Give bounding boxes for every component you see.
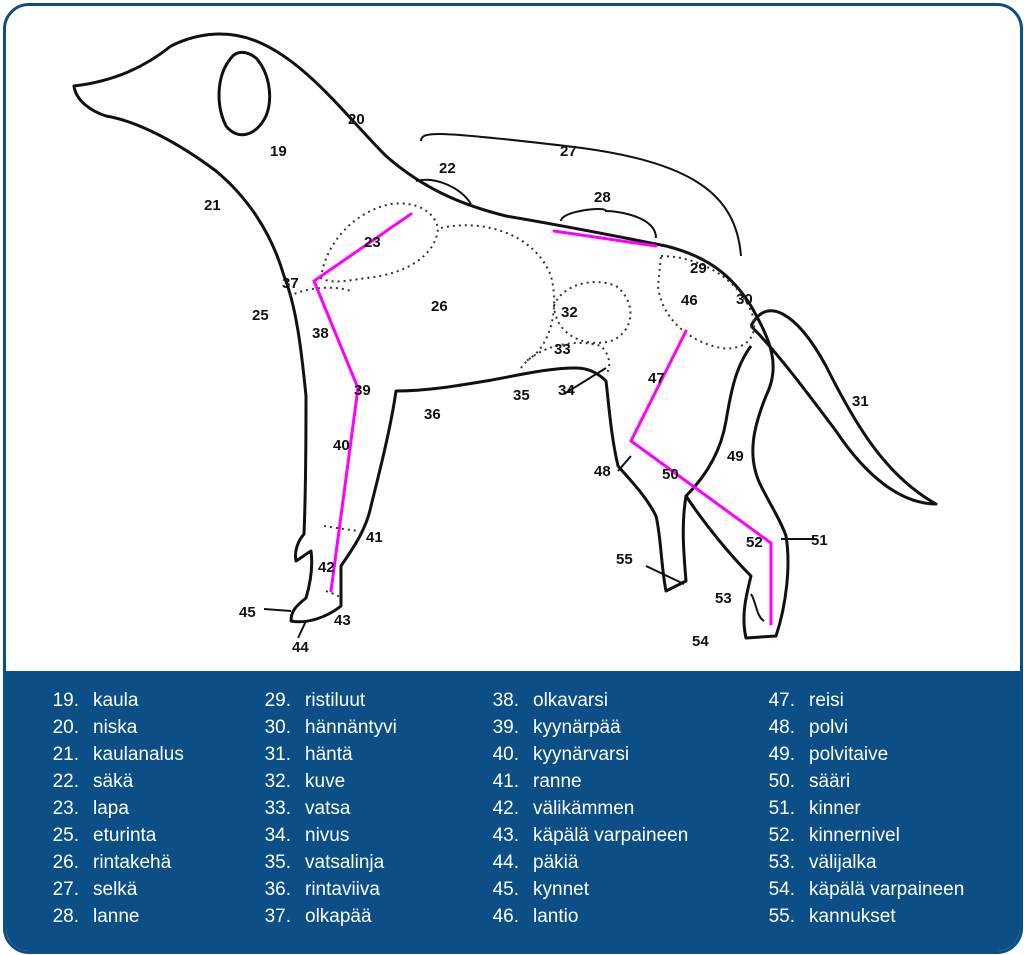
legend-item: 21.kaulanalus	[52, 744, 184, 765]
label-52: 52	[746, 534, 763, 551]
legend-item: 54.käpälä varpaineen	[768, 879, 965, 900]
legend-item: 51.kinner	[768, 798, 861, 819]
label-51: 51	[811, 532, 828, 549]
legend-item: 42.välikämmen	[492, 798, 635, 819]
legend-item: 28.lanne	[52, 906, 140, 927]
legend-item: 27.selkä	[52, 879, 138, 900]
label-44: 44	[292, 639, 309, 656]
legend-item: 45.kynnet	[492, 879, 589, 900]
legend-item: 20.niska	[52, 717, 138, 738]
label-47: 47	[648, 370, 665, 387]
label-46: 46	[681, 292, 698, 309]
legend-item: 36.rintaviiva	[264, 879, 380, 900]
label-21: 21	[204, 197, 221, 214]
legend-item: 31.häntä	[264, 744, 353, 765]
label-53: 53	[715, 590, 732, 607]
label-32: 32	[561, 304, 578, 321]
label-26: 26	[431, 298, 448, 315]
legend-item: 22.säkä	[52, 771, 134, 792]
label-49: 49	[727, 448, 744, 465]
legend-item: 35.vatsalinja	[264, 852, 385, 873]
label-31: 31	[852, 393, 869, 410]
legend-item: 48.polvi	[768, 717, 849, 738]
label-41: 41	[366, 529, 383, 546]
label-22: 22	[439, 160, 456, 177]
legend-item: 50.sääri	[768, 771, 851, 792]
label-30: 30	[736, 291, 753, 308]
legend-column-1: 19.kaula 20.niska 21.kaulanalus 22.säkä …	[46, 687, 184, 930]
label-28: 28	[594, 189, 611, 206]
legend-item: 37.olkapää	[264, 906, 372, 927]
dog-illustration: 19 20 21 22 23 25 26 27 28 29 30 31 32 3…	[72, 32, 938, 656]
legend-item: 30.hännäntyvi	[264, 717, 397, 738]
legend-panel: 19.kaula 20.niska 21.kaulanalus 22.säkä …	[6, 671, 1020, 951]
label-33: 33	[554, 341, 571, 358]
legend-item: 25.eturinta	[52, 825, 157, 846]
legend-column-3: 38.olkavarsi 39.kyynärpää 40.kyynärvarsi…	[486, 687, 689, 930]
label-40: 40	[333, 437, 350, 454]
label-55: 55	[616, 551, 633, 568]
legend-item: 38.olkavarsi	[492, 690, 608, 711]
legend-column-4: 47.reisi 48.polvi 49.polvitaive 50.sääri…	[762, 687, 965, 930]
legend-item: 39.kyynärpää	[492, 717, 621, 738]
dog-anatomy-diagram: 19 20 21 22 23 25 26 27 28 29 30 31 32 3…	[6, 6, 1020, 671]
label-45: 45	[239, 604, 256, 621]
label-54: 54	[692, 633, 709, 650]
label-50: 50	[662, 466, 679, 483]
dog-outline	[72, 32, 790, 640]
label-37: 37	[282, 275, 299, 292]
label-23: 23	[364, 234, 381, 251]
label-25: 25	[252, 307, 269, 324]
label-38: 38	[312, 325, 329, 342]
hind-leg-contour	[684, 345, 753, 498]
legend-item: 41.ranne	[492, 771, 582, 792]
legend-item: 55.kannukset	[768, 906, 896, 927]
dog-tail	[749, 309, 938, 506]
angle-lines	[312, 212, 773, 626]
label-43: 43	[334, 612, 351, 629]
legend-item: 44.päkiä	[492, 852, 579, 873]
legend-column-2: 29.ristiluut 30.hännäntyvi 31.häntä 32.k…	[258, 687, 397, 930]
legend-item: 19.kaula	[52, 690, 139, 711]
legend-item: 43.käpälä varpaineen	[492, 825, 689, 846]
label-27: 27	[560, 143, 577, 160]
part-number-labels: 19 20 21 22 23 25 26 27 28 29 30 31 32 3…	[204, 111, 869, 656]
label-42: 42	[318, 559, 335, 576]
diagram-frame: 19 20 21 22 23 25 26 27 28 29 30 31 32 3…	[3, 3, 1023, 954]
legend-item: 34.nivus	[264, 825, 350, 846]
label-35: 35	[513, 387, 530, 404]
label-36: 36	[424, 406, 441, 423]
muscle-regions	[288, 202, 756, 599]
legend-item: 46.lantio	[492, 906, 579, 927]
legend-item: 40.kyynärvarsi	[492, 744, 630, 765]
label-34: 34	[558, 382, 575, 399]
label-20: 20	[348, 111, 365, 128]
legend-item: 49.polvitaive	[768, 744, 889, 765]
label-19: 19	[270, 143, 287, 160]
dog-ear	[217, 50, 272, 137]
legend-item: 26.rintakehä	[52, 852, 172, 873]
legend-item: 53.välijalka	[768, 852, 877, 873]
legend-item: 23.lapa	[52, 798, 129, 819]
legend-item: 33.vatsa	[264, 798, 351, 819]
legend-item: 29.ristiluut	[264, 690, 366, 711]
label-48: 48	[594, 463, 611, 480]
label-39: 39	[354, 382, 371, 399]
legend-item: 52.kinnernivel	[768, 825, 900, 846]
legend-item: 47.reisi	[768, 690, 844, 711]
pointer-lines	[263, 133, 816, 639]
label-29: 29	[690, 260, 707, 277]
legend-item: 32.kuve	[264, 771, 346, 792]
